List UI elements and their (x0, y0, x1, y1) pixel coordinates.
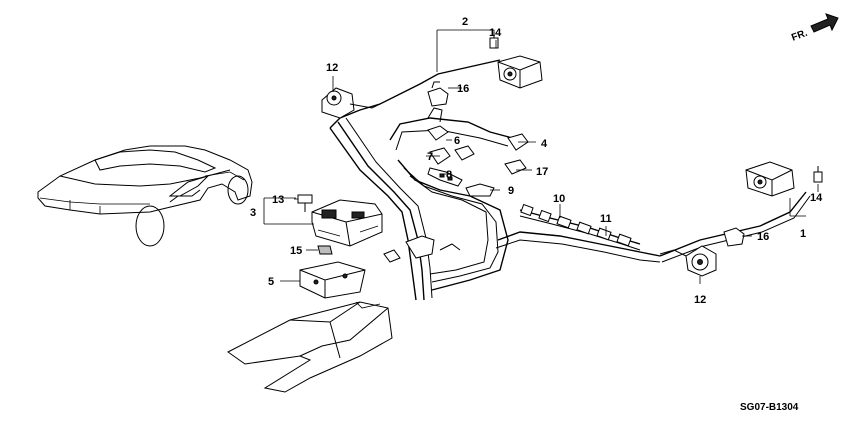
clip-16-top (427, 81, 449, 107)
callout-1: 1 (800, 228, 806, 240)
callout-13: 13 (272, 194, 284, 206)
callout-15: 15 (290, 245, 302, 257)
callout-3: 3 (250, 207, 256, 219)
connector-7 (429, 145, 475, 165)
diagram-code: SG07-B1304 (740, 402, 799, 413)
callout-16-right: 16 (757, 231, 769, 243)
front-direction-indicator: FR. (790, 13, 839, 44)
connector-6 (427, 107, 449, 141)
clamp-12-top (321, 87, 381, 119)
callout-2: 2 (462, 16, 468, 28)
callout-4: 4 (541, 138, 548, 150)
callouts: 2 14 12 16 4 6 7 17 8 9 10 11 13 3 15 5 … (250, 16, 823, 306)
callout-11: 11 (600, 213, 612, 225)
callout-6: 6 (454, 135, 460, 147)
car-silhouette (37, 145, 253, 247)
clamp-12-bottom (659, 245, 717, 277)
callout-9: 9 (508, 185, 514, 197)
floor-tunnel (227, 301, 393, 393)
clip-16-right (723, 227, 745, 247)
front-direction-label: FR. (790, 28, 809, 44)
callout-14-right: 14 (810, 192, 823, 204)
bracket-5 (299, 261, 366, 299)
connector-2 (497, 55, 543, 89)
lower-connector-block (383, 235, 461, 263)
callout-7: 7 (427, 151, 433, 163)
callout-14-top: 14 (489, 27, 502, 39)
bolt-14-right (813, 166, 823, 183)
leader-lines (263, 29, 819, 284)
connector-9 (465, 183, 495, 197)
nut-15 (317, 245, 333, 255)
callout-5: 5 (268, 276, 274, 288)
front-arrow-icon (810, 13, 839, 33)
connector-8 (427, 167, 463, 187)
callout-17: 17 (536, 166, 548, 178)
callout-12-bottom: 12 (694, 294, 706, 306)
callout-10: 10 (553, 193, 565, 205)
connector-17 (504, 159, 527, 175)
callout-8: 8 (446, 169, 452, 181)
bolt-13 (297, 194, 313, 212)
main-harness (329, 59, 811, 301)
callout-12-top: 12 (326, 62, 338, 74)
control-unit (311, 199, 383, 247)
callout-16-top: 16 (457, 83, 469, 95)
connector-1 (745, 161, 795, 197)
connector-cluster-10 (520, 203, 632, 247)
